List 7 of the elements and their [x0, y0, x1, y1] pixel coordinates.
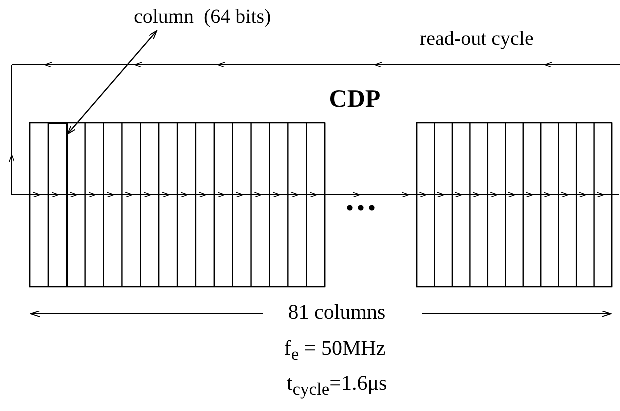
label: read-out cycle: [420, 28, 534, 50]
column-cell: [48, 123, 68, 287]
leader-line: [67, 30, 158, 135]
title: CDP: [329, 86, 381, 114]
formula: t$_{cycle}$=1.6μs: [286, 372, 388, 400]
formula: f$_{e}$ = 50MHz: [284, 337, 386, 364]
callout-label: column (64 bits): [134, 4, 294, 30]
